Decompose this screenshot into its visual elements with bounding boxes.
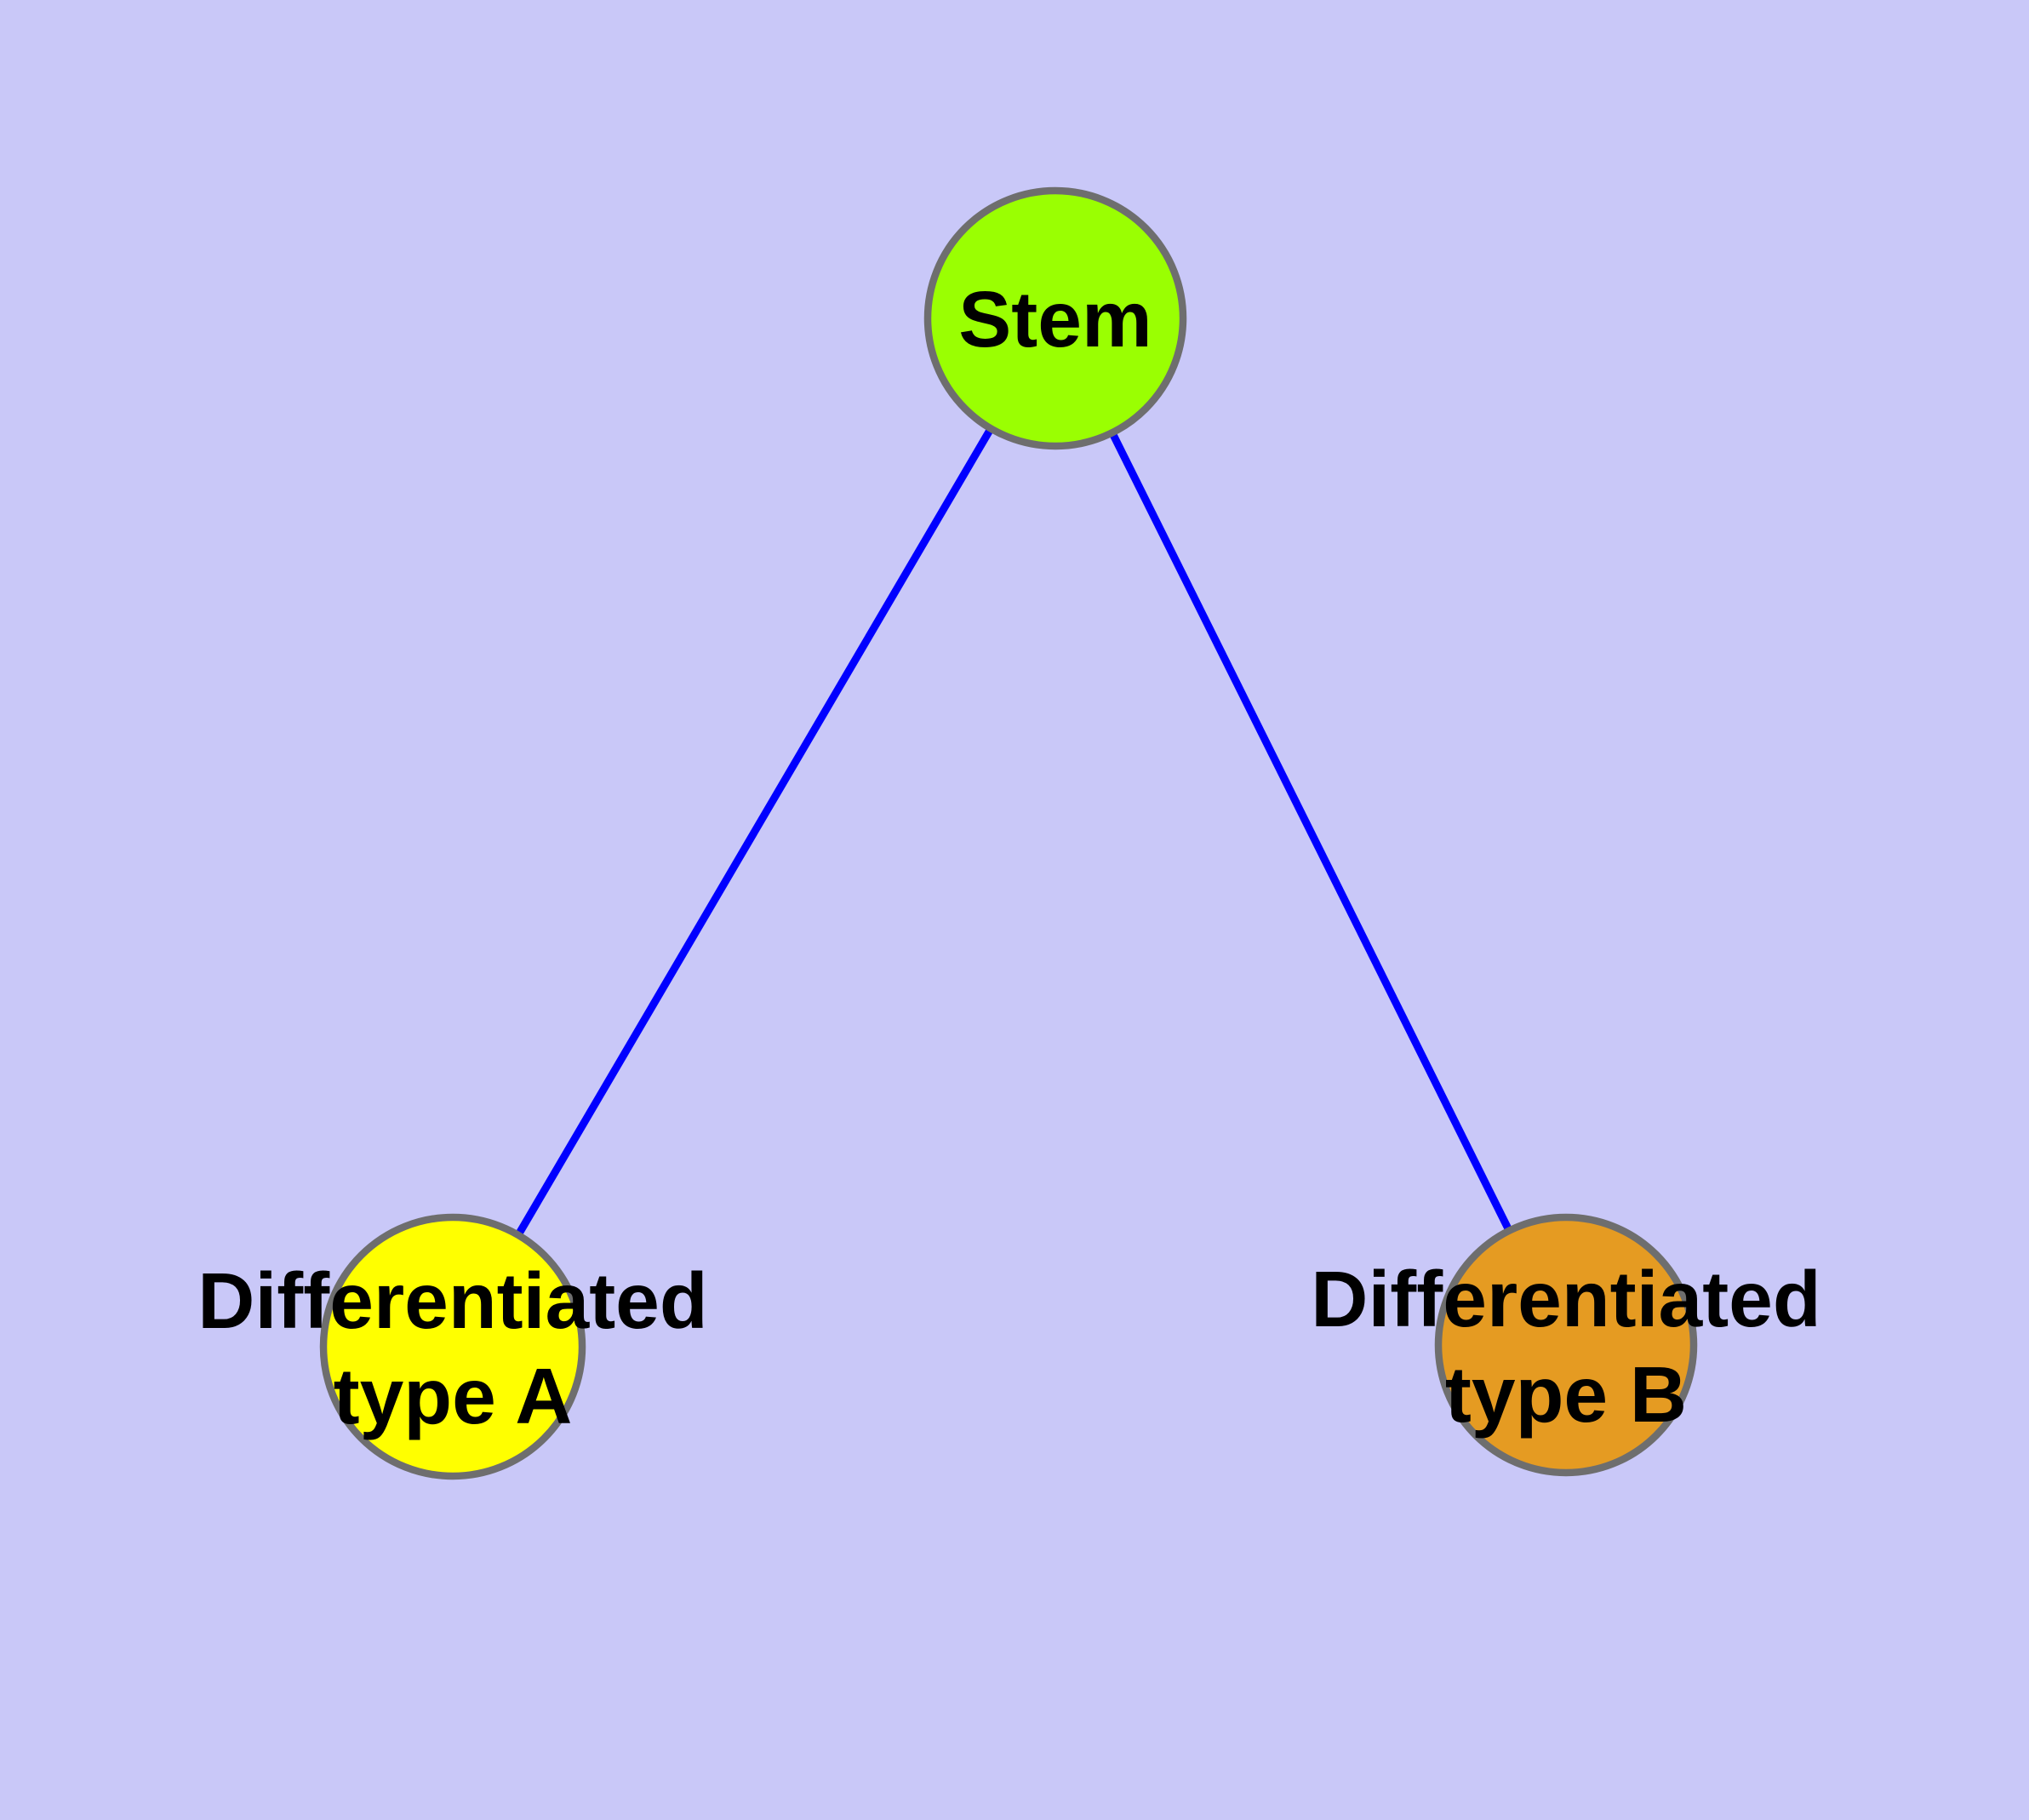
node-stem: Stem (923, 186, 1187, 450)
edges (449, 316, 1570, 1349)
node-differentiated-type-a: Differentiated type A (197, 1213, 708, 1480)
node-differentiated-type-b-label-line2: type B (1445, 1350, 1687, 1439)
node-differentiated-type-a-circle (319, 1213, 586, 1480)
edge-stem-to-type-b (1051, 316, 1570, 1348)
node-differentiated-type-b-circle (1434, 1213, 1698, 1477)
node-stem-label: Stem (958, 275, 1152, 363)
node-stem-circle (923, 186, 1187, 450)
node-differentiated-type-b: Differentiated type B (1311, 1213, 1821, 1477)
edge-stem-to-type-a (449, 316, 1059, 1349)
node-differentiated-type-a-label-line1: Differentiated (197, 1256, 707, 1345)
node-differentiated-type-b-label-line1: Differentiated (1311, 1255, 1820, 1343)
node-differentiated-type-a-label-line2: type A (334, 1352, 573, 1440)
